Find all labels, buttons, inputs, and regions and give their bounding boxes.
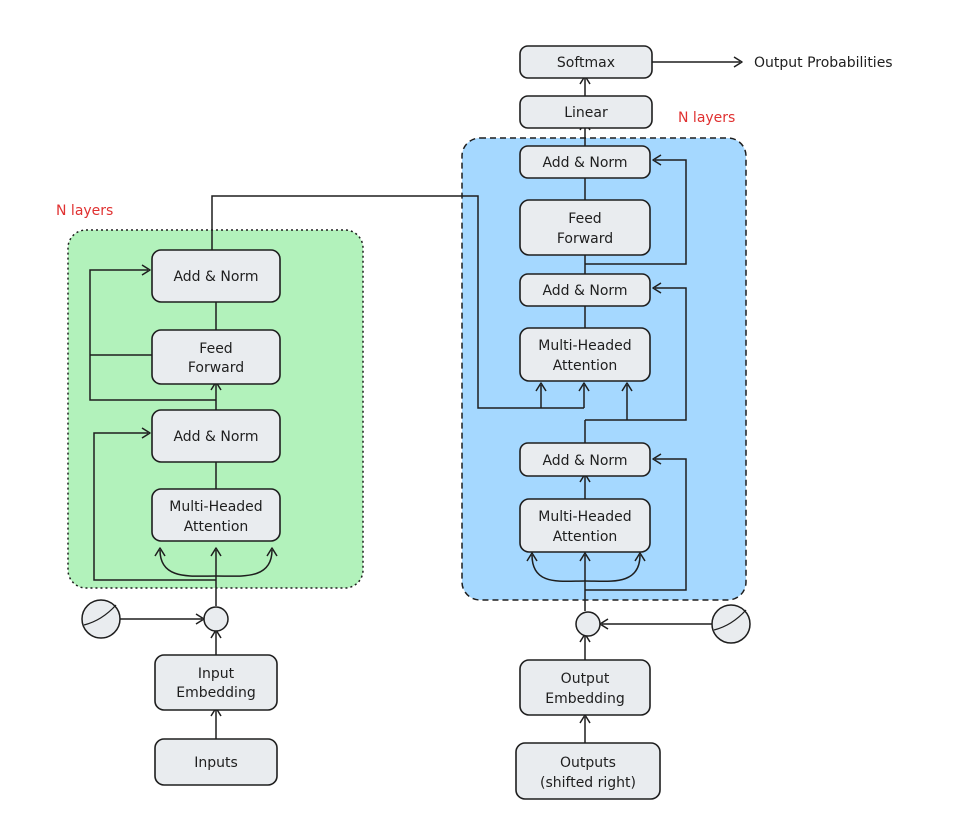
softmax-label: Softmax [557,55,615,71]
decoder-feed-forward: Feed Forward [519,199,651,256]
encoder-feed-forward: Feed Forward [151,329,281,385]
outputs-line1: Outputs [560,755,616,771]
encoder-attention-line2: Attention [184,519,249,535]
decoder-add-norm-top-label: Add & Norm [542,155,627,171]
encoder-attention-line1: Multi-Headed [169,499,262,515]
decoder-cross-attention-line1: Multi-Headed [538,338,631,354]
decoder-feed-forward-line1: Feed [568,211,601,227]
decoder-layer-note: N layers [678,110,735,126]
softmax: Softmax [519,45,653,79]
encoder-feed-forward-line2: Forward [188,360,244,376]
output-embedding: Output Embedding [519,659,651,716]
decoder-cross-attention: Multi-Headed Attention [519,327,651,382]
encoder-sum-icon [203,606,229,632]
decoder-self-attention: Multi-Headed Attention [519,498,651,553]
decoder-add-norm-mid: Add & Norm [519,273,651,307]
outputs-line2: (shifted right) [540,775,636,791]
encoder-layer-note: N layers [56,203,113,219]
encoder-add-norm-bottom-label: Add & Norm [173,429,258,445]
encoder-add-norm-top-label: Add & Norm [173,269,258,285]
decoder-cross-attention-line2: Attention [553,358,618,374]
output-embedding-line1: Output [561,671,610,687]
decoder-add-norm-bottom: Add & Norm [519,442,651,477]
decoder-add-norm-top: Add & Norm [519,145,651,179]
input-embedding: Input Embedding [154,654,278,711]
decoder-add-norm-mid-label: Add & Norm [542,283,627,299]
output-probabilities-label: Output Probabilities [754,55,893,71]
linear: Linear [519,95,653,129]
outputs: Outputs (shifted right) [515,742,661,800]
encoder-add-norm-top: Add & Norm [151,249,281,303]
decoder-self-attention-line1: Multi-Headed [538,509,631,525]
encoder-attention: Multi-Headed Attention [151,488,281,542]
encoder-add-norm-bottom: Add & Norm [151,409,281,463]
encoder-positional-encoding-icon [81,599,121,639]
decoder-self-attention-line2: Attention [553,529,618,545]
input-embedding-line2: Embedding [176,685,255,701]
decoder-positional-encoding-icon [711,604,751,644]
output-embedding-line2: Embedding [545,691,624,707]
decoder-feed-forward-line2: Forward [557,231,613,247]
encoder-feed-forward-line1: Feed [199,341,232,357]
input-embedding-line1: Input [198,666,235,682]
decoder-sum-icon [575,611,601,637]
linear-label: Linear [564,105,608,121]
decoder-add-norm-bottom-label: Add & Norm [542,453,627,469]
inputs: Inputs [154,738,278,786]
inputs-label: Inputs [194,755,238,771]
